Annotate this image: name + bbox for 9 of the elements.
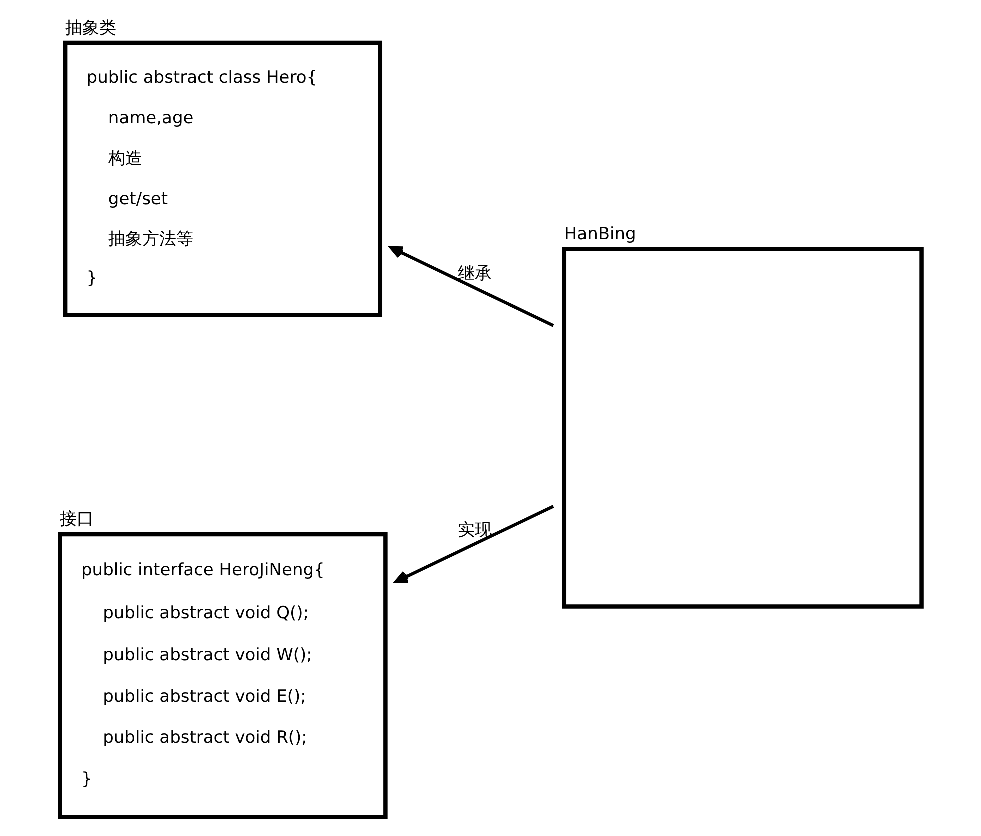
arrow <box>389 246 554 327</box>
node-label: 接口 <box>60 509 94 530</box>
node-label: 抽象类 <box>65 18 116 38</box>
node-box: public interface HeroJiNeng{ public abstract void Q(); public abstract void W(); public abstract void E(); public abstract void R(); } <box>58 532 388 819</box>
node-box <box>562 246 924 608</box>
node-label: HanBing <box>564 224 636 244</box>
node-box: public abstract class Hero{ name,age 构造 get/set 抽象方法等 } <box>62 40 382 317</box>
edge-label: 继承 <box>458 263 492 284</box>
arrow <box>394 504 554 583</box>
